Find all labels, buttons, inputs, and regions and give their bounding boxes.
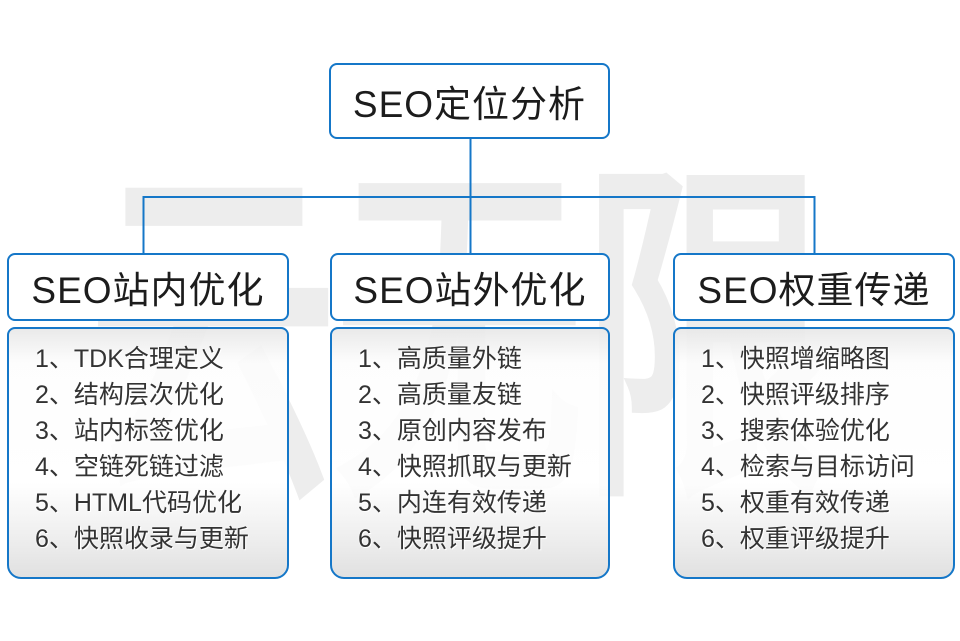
root-node-title: SEO定位分析	[352, 84, 587, 125]
list-item: 1、TDK合理定义	[35, 345, 224, 373]
list-item: 4、快照抓取与更新	[358, 453, 572, 481]
list-item: 6、快照评级提升	[358, 525, 547, 553]
list-item: 2、高质量友链	[358, 381, 522, 409]
column-weight-list: 1、快照增缩略图 2、快照评级排序 3、搜索体验优化 4、检索与目标访问 5、权…	[673, 327, 955, 579]
column-onsite-header: SEO站内优化	[7, 253, 289, 321]
column-offsite-list: 1、高质量外链 2、高质量友链 3、原创内容发布 4、快照抓取与更新 5、内连有…	[330, 327, 610, 579]
list-item: 3、搜索体验优化	[701, 417, 890, 445]
column-weight-header: SEO权重传递	[673, 253, 955, 321]
list-item: 6、快照收录与更新	[35, 525, 249, 553]
list-item: 2、快照评级排序	[701, 381, 890, 409]
list-item: 1、高质量外链	[358, 345, 522, 373]
root-node: SEO定位分析	[329, 63, 610, 139]
weight-item-list: 1、快照增缩略图 2、快照评级排序 3、搜索体验优化 4、检索与目标访问 5、权…	[701, 341, 943, 557]
list-item: 5、HTML代码优化	[35, 489, 242, 517]
onsite-item-list: 1、TDK合理定义 2、结构层次优化 3、站内标签优化 4、空链死链过滤 5、H…	[35, 341, 277, 557]
list-item: 4、检索与目标访问	[701, 453, 915, 481]
column-offsite-header: SEO站外优化	[330, 253, 610, 321]
offsite-item-list: 1、高质量外链 2、高质量友链 3、原创内容发布 4、快照抓取与更新 5、内连有…	[358, 341, 598, 557]
list-item: 3、站内标签优化	[35, 417, 224, 445]
list-item: 4、空链死链过滤	[35, 453, 224, 481]
column-weight-title: SEO权重传递	[697, 270, 931, 311]
column-onsite-title: SEO站内优化	[31, 270, 265, 311]
list-item: 2、结构层次优化	[35, 381, 224, 409]
list-item: 3、原创内容发布	[358, 417, 547, 445]
list-item: 5、权重有效传递	[701, 489, 890, 517]
list-item: 6、权重评级提升	[701, 525, 890, 553]
column-offsite-title: SEO站外优化	[353, 270, 587, 311]
list-item: 1、快照增缩略图	[701, 345, 890, 373]
column-onsite-list: 1、TDK合理定义 2、结构层次优化 3、站内标签优化 4、空链死链过滤 5、H…	[7, 327, 289, 579]
list-item: 5、内连有效传递	[358, 489, 547, 517]
